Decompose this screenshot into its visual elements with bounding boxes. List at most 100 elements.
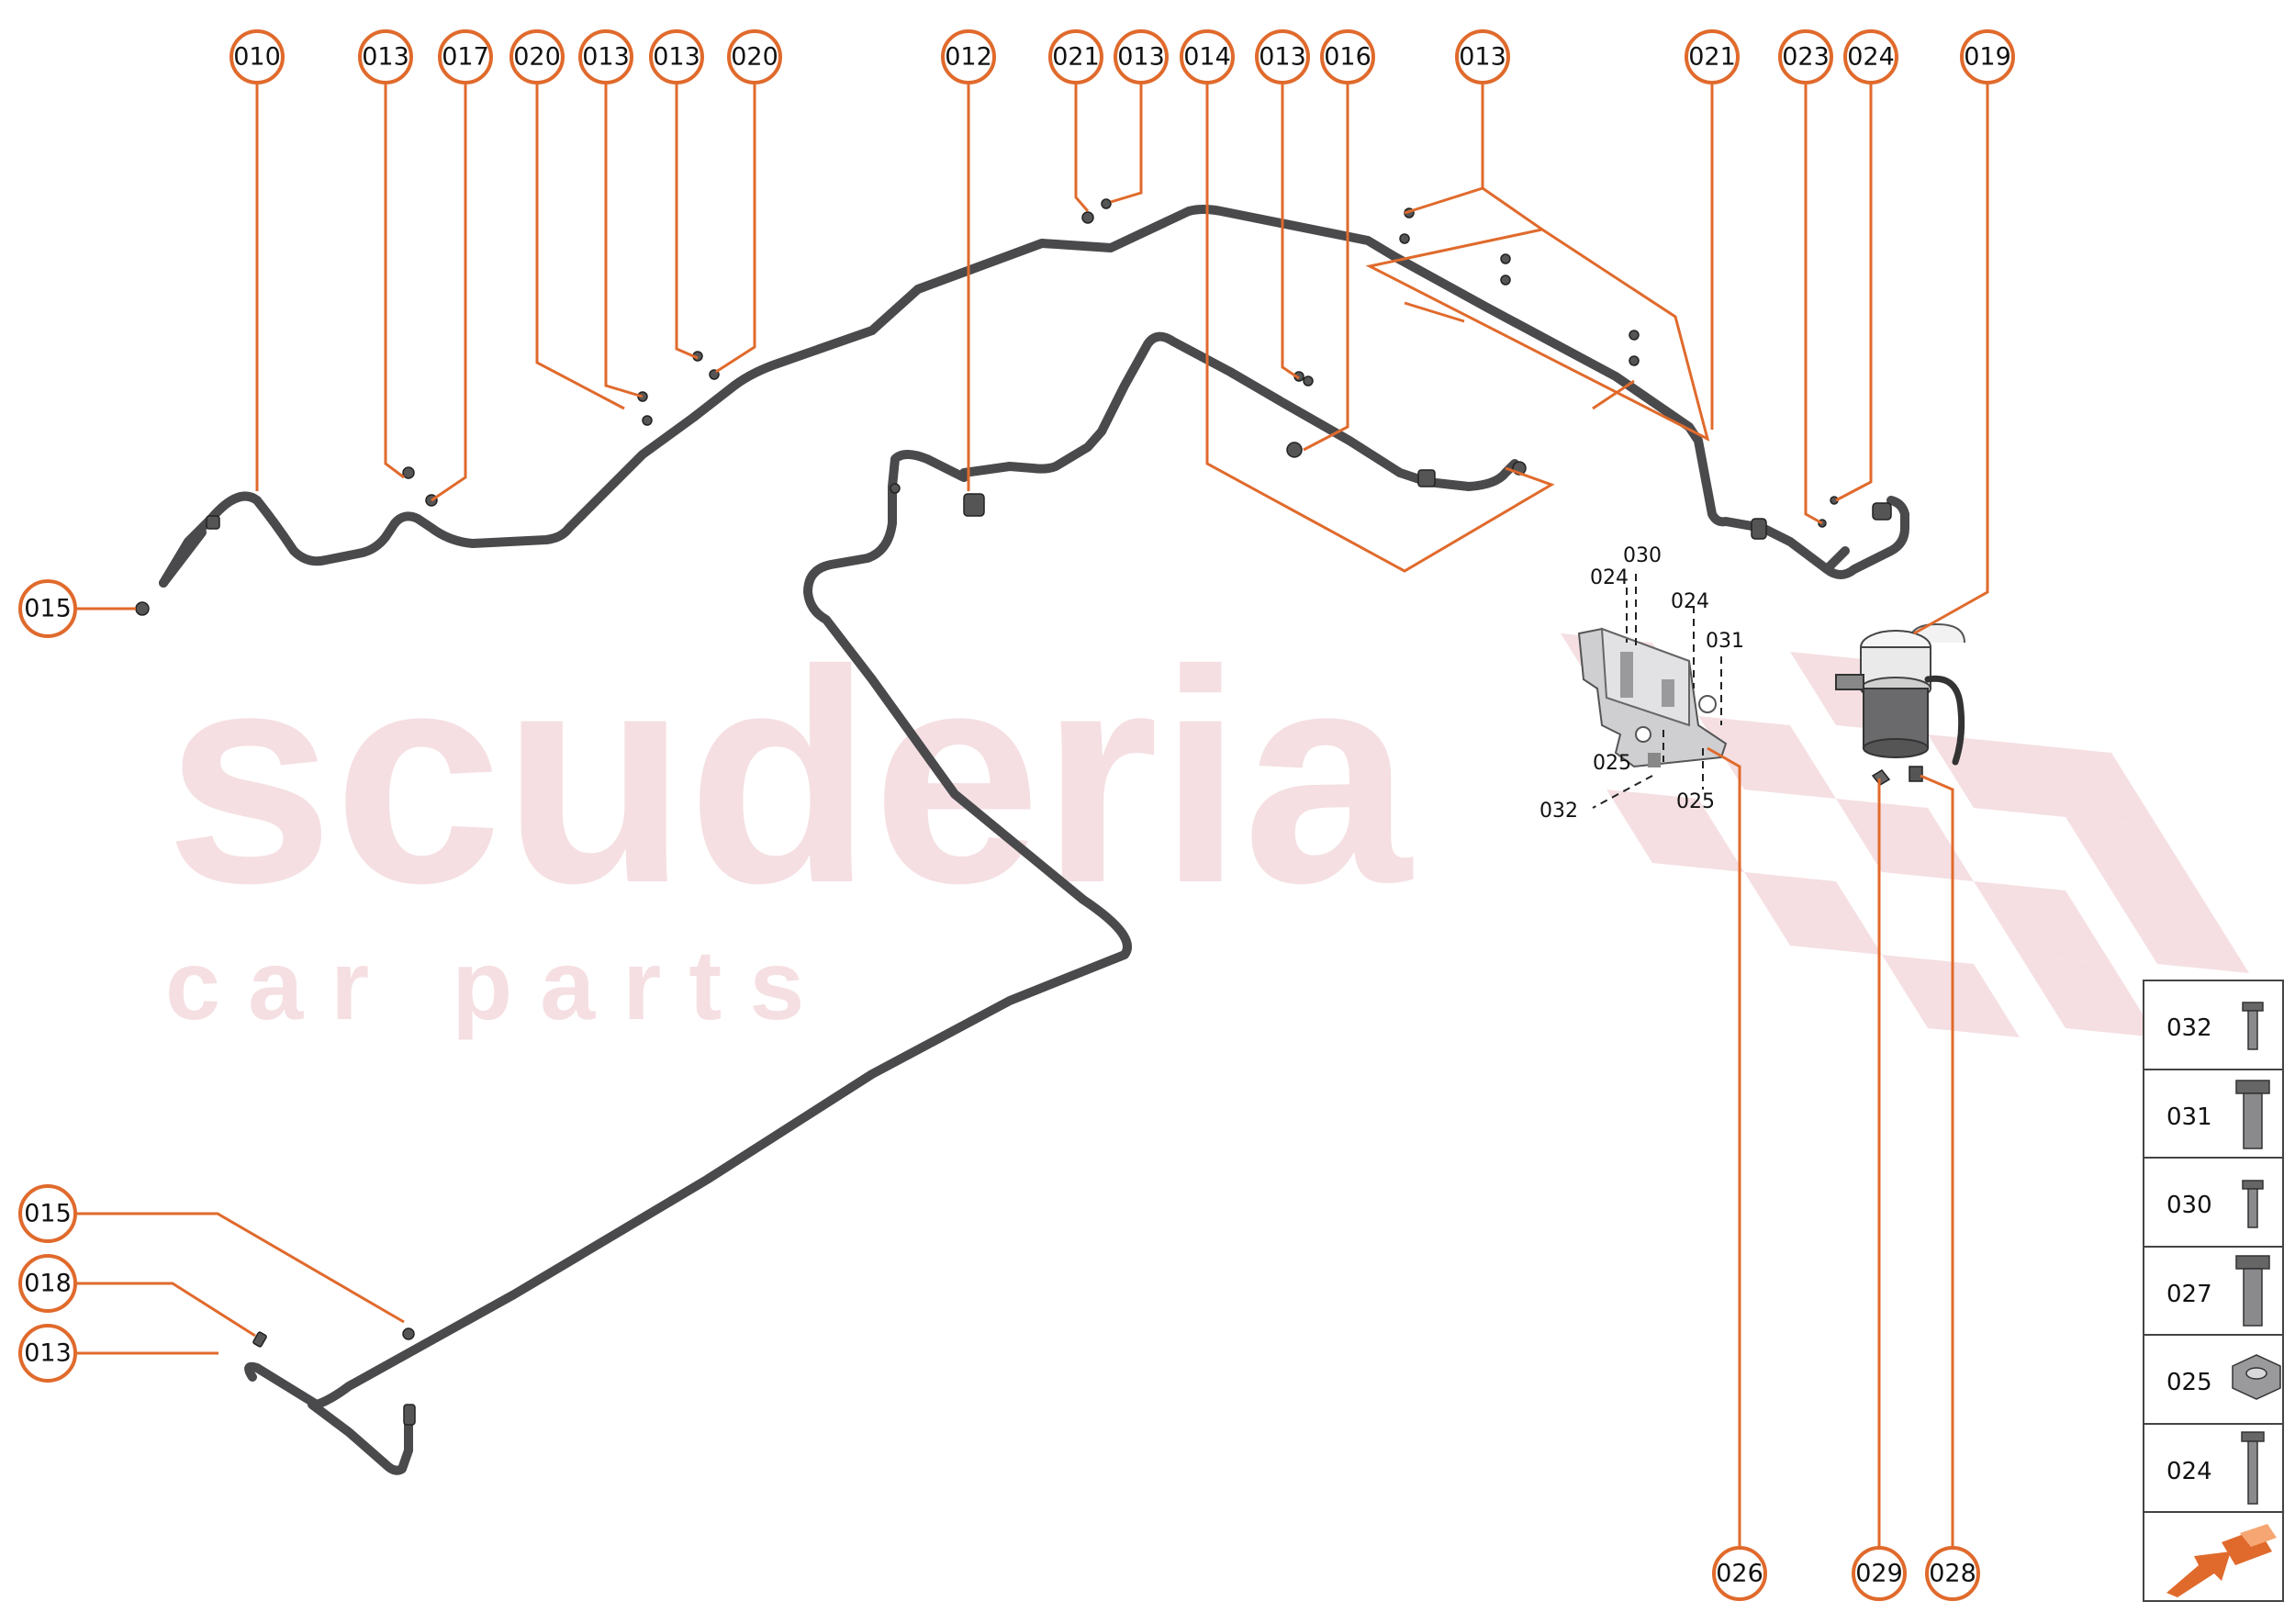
svg-text:019: 019	[1964, 43, 2011, 72]
pump-mount-clip-icon	[1871, 769, 1891, 786]
svg-text:013: 013	[1259, 43, 1306, 72]
pump-connector-icon	[1872, 502, 1892, 521]
legend-row: 031	[2166, 1080, 2270, 1149]
svg-text:013: 013	[582, 43, 630, 72]
hose-clamp-icon	[402, 1327, 415, 1340]
callout-017[interactable]: 017	[438, 29, 493, 84]
svg-text:015: 015	[24, 1200, 72, 1228]
legend-row: 032	[2166, 1002, 2264, 1050]
svg-text:029: 029	[1855, 1560, 1903, 1588]
hose-connector-icon	[963, 493, 985, 517]
callout-019[interactable]: 019	[1960, 29, 2015, 84]
callout-024[interactable]: 024	[1843, 29, 1898, 84]
long-bolt-icon	[2241, 1431, 2265, 1505]
svg-text:013: 013	[24, 1339, 72, 1368]
clip-icon	[402, 466, 415, 479]
legend-label: 027	[2166, 1281, 2212, 1308]
callout-013[interactable]: 013	[18, 1324, 77, 1383]
svg-text:014: 014	[1183, 43, 1231, 72]
callout-016[interactable]: 016	[1320, 29, 1375, 84]
legend-label: 032	[2166, 1014, 2212, 1042]
bracket-labels: 030 024 024 031 025 032 025	[1539, 544, 1744, 823]
legend-label: 031	[2166, 1103, 2212, 1131]
svg-text:017: 017	[442, 43, 489, 72]
pump-connector-icon	[1909, 766, 1923, 782]
clip-icon	[1286, 442, 1303, 458]
svg-text:013: 013	[1117, 43, 1165, 72]
legend-label: 030	[2166, 1192, 2212, 1219]
svg-text:016: 016	[1324, 43, 1371, 72]
hose-end-icon	[403, 1404, 416, 1426]
callout-013[interactable]: 013	[1455, 29, 1510, 84]
clip-icon	[1303, 375, 1314, 386]
hose-connector-icon	[1417, 469, 1436, 487]
callout-012[interactable]: 012	[941, 29, 996, 84]
left-end-hose	[159, 528, 207, 588]
watermark: scuderia c a r p a r t s	[165, 607, 2249, 1040]
clip-icon	[206, 515, 220, 530]
clip-icon	[1500, 274, 1511, 286]
clip-icon	[1629, 330, 1640, 341]
callout-010[interactable]: 010	[230, 29, 285, 84]
callout-020[interactable]: 020	[509, 29, 565, 84]
watermark-tagline: c a r p a r t s	[165, 929, 804, 1040]
svg-text:028: 028	[1929, 1560, 1976, 1588]
clip-icon	[890, 483, 901, 494]
callout-013[interactable]: 013	[1114, 29, 1169, 84]
callout-014[interactable]: 014	[1180, 29, 1235, 84]
svg-text:021: 021	[1688, 43, 1736, 72]
clip-icon	[1500, 253, 1511, 264]
legend-row: 027	[2166, 1255, 2270, 1327]
callout-018[interactable]: 018	[18, 1254, 77, 1313]
svg-text:010: 010	[233, 43, 281, 72]
callout-013[interactable]: 013	[578, 29, 633, 84]
svg-text:013: 013	[1459, 43, 1506, 72]
callout-020[interactable]: 020	[727, 29, 782, 84]
callout-028[interactable]: 028	[1925, 1546, 1980, 1601]
bracket-label-024: 024	[1671, 590, 1709, 613]
bracket-nut-icon	[1648, 753, 1661, 767]
svg-text:013: 013	[362, 43, 409, 72]
callout-015[interactable]: 015	[18, 579, 77, 638]
lower-branch-hose	[308, 1400, 413, 1475]
fastener-legend: 032 031 030 027	[2143, 980, 2284, 1602]
upper-vacuum-hose	[159, 205, 1909, 588]
callout-013[interactable]: 013	[358, 29, 413, 84]
hose-connector-icon	[1751, 518, 1767, 540]
bracket-label-030: 030	[1623, 544, 1662, 567]
callout-013[interactable]: 013	[1255, 29, 1310, 84]
callout-021[interactable]: 021	[1048, 29, 1103, 84]
clip-icon	[642, 415, 653, 426]
lower-vacuum-hose	[244, 450, 1132, 1409]
legend-label: 024	[2166, 1458, 2212, 1485]
pump-hose	[1822, 546, 1850, 574]
callout-026[interactable]: 026	[1712, 1546, 1767, 1601]
svg-text:023: 023	[1782, 43, 1830, 72]
bracket-bolt-icon	[1620, 652, 1633, 698]
bracket-bolt-icon	[1662, 679, 1674, 707]
callout-023[interactable]: 023	[1778, 29, 1833, 84]
pump-bracket	[1577, 574, 1728, 809]
svg-text:012: 012	[945, 43, 992, 72]
svg-text:013: 013	[653, 43, 700, 72]
callout-013[interactable]: 013	[649, 29, 704, 84]
svg-text:015: 015	[24, 595, 72, 623]
legend-row: 024	[2166, 1431, 2265, 1505]
flange-nut-icon	[2232, 1354, 2281, 1400]
clip-icon	[1101, 198, 1112, 209]
hose-clamp-icon	[135, 601, 150, 616]
leader-lines	[75, 75, 1989, 1572]
bolt-large-icon	[2235, 1080, 2270, 1149]
callout-029[interactable]: 029	[1852, 1546, 1907, 1601]
checkered-flag-watermark	[1561, 633, 2249, 1037]
clip-icon	[1081, 211, 1094, 224]
hose-lines	[135, 198, 1909, 1475]
legend-row: 030	[2166, 1180, 2264, 1228]
bracket-label-025: 025	[1593, 752, 1631, 775]
callout-015[interactable]: 015	[18, 1184, 77, 1243]
bracket-label-025: 025	[1676, 790, 1715, 813]
callout-021[interactable]: 021	[1685, 29, 1740, 84]
vehicle-direction-arrow-icon	[2166, 1524, 2277, 1597]
legend-row: 025	[2166, 1354, 2281, 1400]
